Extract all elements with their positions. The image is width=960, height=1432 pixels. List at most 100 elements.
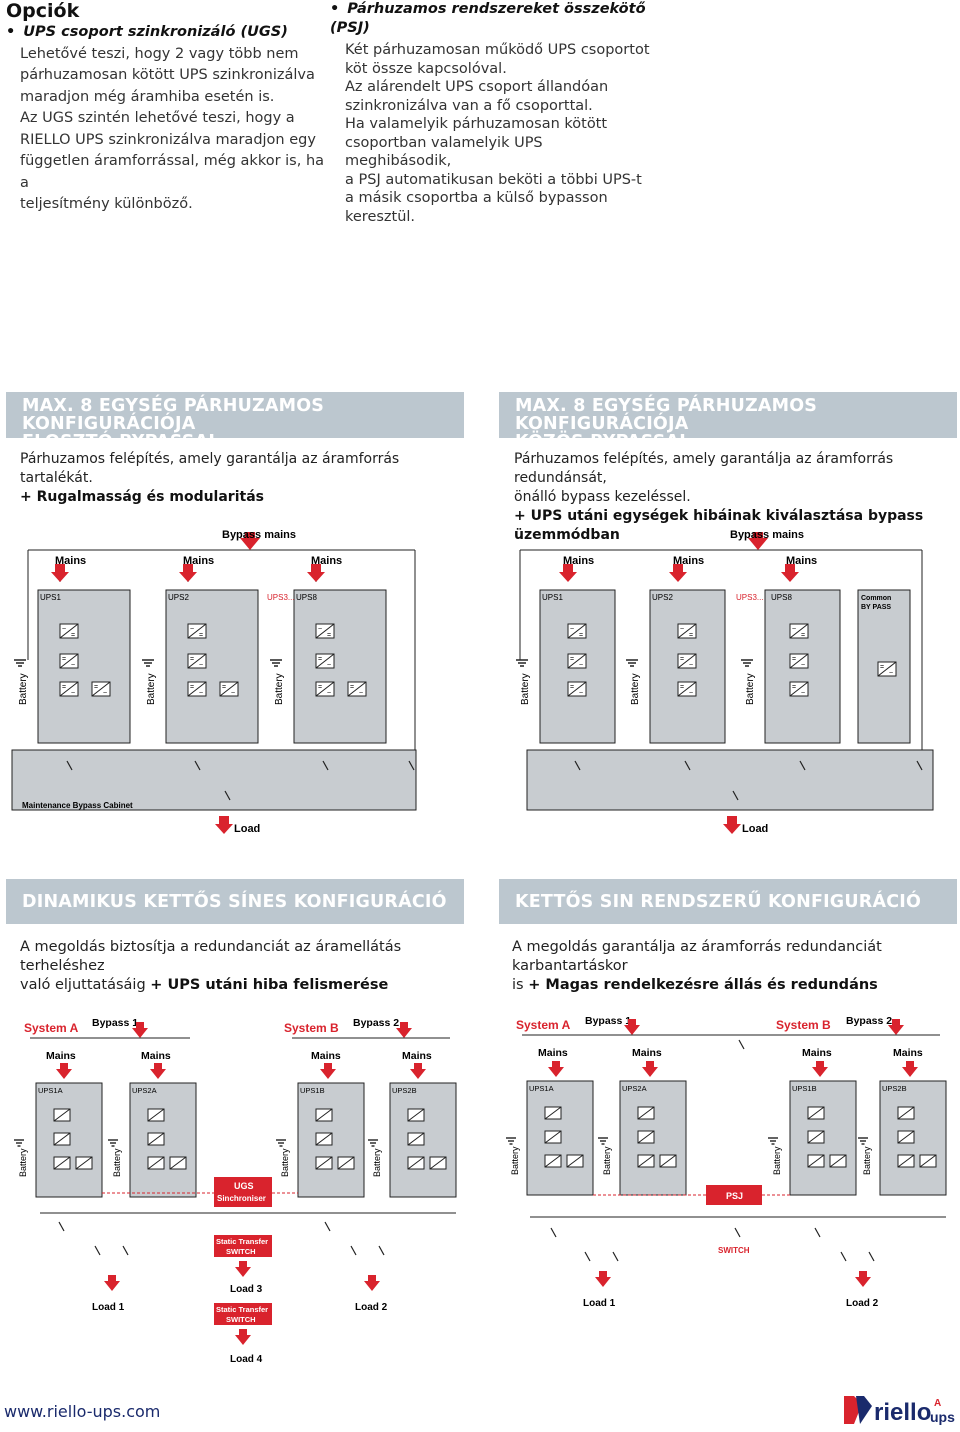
load-label: Load 2 (355, 1302, 388, 1313)
section-text-line: A megoldás biztosítja a redundanciát az … (20, 939, 402, 974)
static-transfer-switch (214, 1235, 272, 1257)
ugs-label: Sinchroniser (217, 1194, 266, 1203)
page-title: Opciók (6, 0, 80, 22)
psj-line: Két párhuzamosan működő UPS csoportot (345, 42, 650, 58)
load-label: Load 1 (583, 1298, 616, 1309)
logo-mark: A (934, 1398, 941, 1409)
ups-label: UPS3... (736, 593, 764, 602)
parallel-diagrams: ~ = = ~ Bypass mains Mains Mains Mains (11, 529, 934, 835)
logo-wordmark: riello (874, 1399, 931, 1426)
diagram-common-bypass: Bypass mains Mains Mains Mains UPS1 UPS2… (515, 529, 934, 835)
ugs-synchroniser (214, 1177, 272, 1207)
ups-label: UPS1B (792, 1084, 817, 1093)
ups-label: UPS2B (882, 1084, 907, 1093)
ups-box (165, 589, 259, 744)
riello-logo: riello A ups (842, 1392, 956, 1428)
battery-label: Battery (372, 1148, 382, 1177)
sts-label: Static Transfer (216, 1237, 268, 1246)
website-link[interactable]: www.riello-ups.com (4, 1402, 161, 1421)
psj-line: csoportban valamelyik UPS meghibásodik, (345, 134, 543, 170)
ugs-line: Lehetővé teszi, hogy 2 vagy több nem (20, 45, 299, 62)
sts-label: Static Transfer (216, 1305, 268, 1314)
section1-text: Párhuzamos felépítés, amely garantálja a… (20, 450, 460, 507)
logo-sub: ups (930, 1409, 955, 1425)
banner-line: MAX. 8 EGYSÉG PÁRHUZAMOS KONFIGURÁCIÓJA (22, 396, 325, 434)
psj-heading: Párhuzamos rendszereket összekötő (PSJ) (330, 0, 650, 37)
battery-label: Battery (772, 1146, 782, 1175)
load-label: Load 2 (846, 1298, 879, 1309)
bypass-mains-label: Bypass mains (222, 529, 296, 541)
section-text-line: Párhuzamos felépítés, amely garantálja a… (514, 451, 894, 486)
psj-line: a PSJ automatikusan beköti a többi UPS-t (345, 171, 642, 188)
bypass2-label: Bypass 2 (353, 1017, 399, 1029)
bypass1-label: Bypass 1 (92, 1017, 138, 1029)
ugs-line: maradjon még áramhiba esetén is. (20, 88, 275, 105)
battery-label: Battery (280, 1148, 290, 1177)
section-highlight: + Magas rendelkezésre állás és redundáns (528, 977, 878, 993)
battery-label: Battery (510, 1146, 520, 1175)
section-text-line: A megoldás garantálja az áramforrás redu… (512, 939, 882, 974)
common-label: Common (861, 595, 891, 602)
ups-box (389, 1082, 457, 1198)
section-highlight: + UPS utáni egységek hibáinak kiválasztá… (514, 508, 924, 543)
section-highlight: + Rugalmasság és modularitás (20, 489, 264, 505)
load-label: Load (234, 823, 260, 835)
ups-box (37, 589, 131, 744)
banner-dynamic-dual-bus: DINAMIKUS KETTŐS SÍNES KONFIGURÁCIÓ (6, 879, 464, 924)
psj-line: a másik csoportba a külső bypasson (345, 190, 608, 206)
bypass1-label: Bypass 1 (585, 1015, 631, 1027)
banner-line: ELOSZTÓ BYPASSAL (22, 432, 220, 452)
battery-label: Battery (18, 673, 29, 705)
load-label: Load (742, 823, 768, 835)
mains-label: Mains (893, 1047, 923, 1059)
mains-label: Mains (46, 1050, 76, 1062)
ups-label: UPS1 (542, 593, 563, 602)
battery-label: Battery (274, 673, 285, 705)
mains-label: Mains (141, 1050, 171, 1062)
bypass-arrow-icon (748, 532, 768, 550)
system-a-label: System A (516, 1018, 571, 1032)
ugs-line: Az UGS szintén lehetővé teszi, hogy a (20, 110, 295, 126)
section-text-line: Párhuzamos felépítés, amely garantálja a… (20, 451, 400, 486)
ugs-description: UPS csoport szinkronizáló (UGS) Lehetővé… (6, 22, 326, 216)
switch-label: SWITCH (718, 1246, 750, 1255)
ups-label: UPS2A (132, 1086, 157, 1095)
banner-distributed-bypass: MAX. 8 EGYSÉG PÁRHUZAMOS KONFIGURÁCIÓJA … (6, 392, 464, 451)
psj-description: Párhuzamos rendszereket összekötő (PSJ) … (330, 0, 650, 226)
output-cabinet (526, 749, 934, 811)
ups-label: UPS2B (392, 1086, 417, 1095)
section4-text: A megoldás garantálja az áramforrás redu… (512, 938, 954, 995)
banner-common-bypass: MAX. 8 EGYSÉG PÁRHUZAMOS KONFIGURÁCIÓJA … (499, 392, 957, 451)
load-label: Load 3 (230, 1284, 263, 1295)
battery-label: Battery (520, 673, 531, 705)
maintenance-label: Maintenance Bypass Cabinet (22, 801, 133, 810)
sts-label: SWITCH (226, 1247, 256, 1256)
bypass2-label: Bypass 2 (846, 1015, 892, 1027)
dual-bus-diagrams: System A Bypass 1 System B Bypass 2 Main… (13, 1015, 947, 1365)
battery-label: Battery (146, 673, 157, 705)
sts-label: SWITCH (226, 1315, 256, 1324)
ugs-line: RIELLO UPS szinkronizálva maradjon egy (20, 131, 316, 148)
battery-label: Battery (745, 673, 756, 705)
battery-label: Battery (630, 673, 641, 705)
psj-switch (706, 1185, 762, 1205)
ups-label: UPS1 (40, 593, 61, 602)
diagram-distributed-bypass: Bypass mains Mains Mains Mains UPS1 UPS2… (11, 529, 417, 835)
banner-line: MAX. 8 EGYSÉG PÁRHUZAMOS KONFIGURÁCIÓJA (515, 396, 818, 434)
system-b-label: System B (776, 1018, 831, 1032)
ugs-label: UGS (234, 1181, 254, 1191)
ups-box (293, 589, 387, 744)
banner-line: KETTŐS SIN RENDSZERŰ KONFIGURÁCIÓ (515, 892, 922, 912)
ugs-heading: UPS csoport szinkronizáló (UGS) (6, 22, 326, 44)
diagram-dual-bus: System A Bypass 1 System B Bypass 2 Main… (505, 1015, 947, 1309)
ugs-line: teljesítmény különböző. (20, 196, 193, 212)
bypass-arrow-icon (240, 532, 260, 550)
mains-label: Mains (632, 1047, 662, 1059)
ups-label: UPS1B (300, 1086, 325, 1095)
mains-label: Mains (802, 1047, 832, 1059)
psj-line: keresztül. (345, 208, 416, 225)
section-text-line: is (512, 977, 524, 993)
battery-label: Battery (112, 1148, 122, 1177)
mains-label: Mains (538, 1047, 568, 1059)
mains-label: Mains (311, 1050, 341, 1062)
